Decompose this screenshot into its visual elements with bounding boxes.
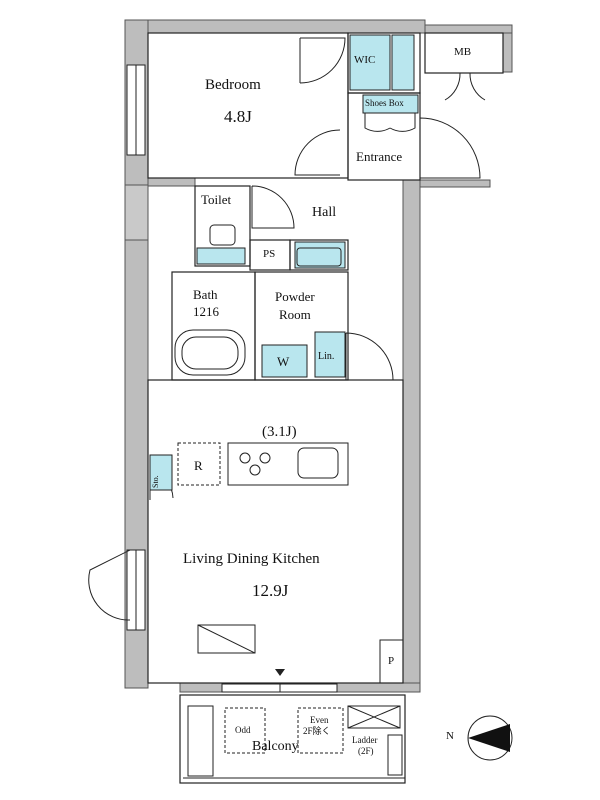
entry-marker [275, 669, 285, 676]
compass-north-label: N [446, 730, 454, 742]
equipment [174, 224, 405, 779]
kitchen-size: (3.1J) [262, 424, 297, 440]
ldk-label: Living Dining Kitchen [183, 551, 320, 567]
mb-label: MB [454, 46, 472, 58]
balcony-label: Balcony [252, 739, 299, 754]
powder-room-line1: Powder [275, 289, 315, 304]
even-line2: 2F除く [303, 726, 331, 736]
ladder-line2: (2F) [358, 746, 374, 756]
pipe-label: P [388, 655, 395, 667]
bath-size: 1216 [193, 304, 219, 319]
stove-burners [239, 452, 271, 476]
wic-label: WIC [354, 54, 376, 66]
hall-label: Hall [312, 205, 337, 220]
room-outlines [147, 32, 504, 784]
bedroom-label: Bedroom [205, 77, 261, 93]
ldk-size: 12.9J [252, 581, 289, 600]
shoes-box-label: Shoes Box [365, 98, 404, 108]
odd-label: Odd [235, 725, 251, 735]
powder-room-line2: Room [279, 307, 311, 322]
bedroom-size: 4.8J [224, 107, 252, 126]
windows [126, 64, 338, 693]
ladder-line1: Ladder [352, 735, 378, 745]
even-line1: Even [310, 715, 329, 725]
toilet-label: Toilet [201, 192, 232, 207]
entrance-label: Entrance [356, 149, 403, 164]
linen-label: Lin. [318, 351, 335, 362]
door-swings [88, 37, 500, 621]
fixtures [149, 34, 419, 491]
storage-label: Sto. [151, 475, 160, 488]
bath-label: Bath [193, 287, 218, 302]
washer-label: W [277, 354, 290, 369]
compass-icon [467, 715, 513, 761]
ps-label: PS [263, 248, 276, 260]
refrigerator-label: R [194, 458, 203, 473]
